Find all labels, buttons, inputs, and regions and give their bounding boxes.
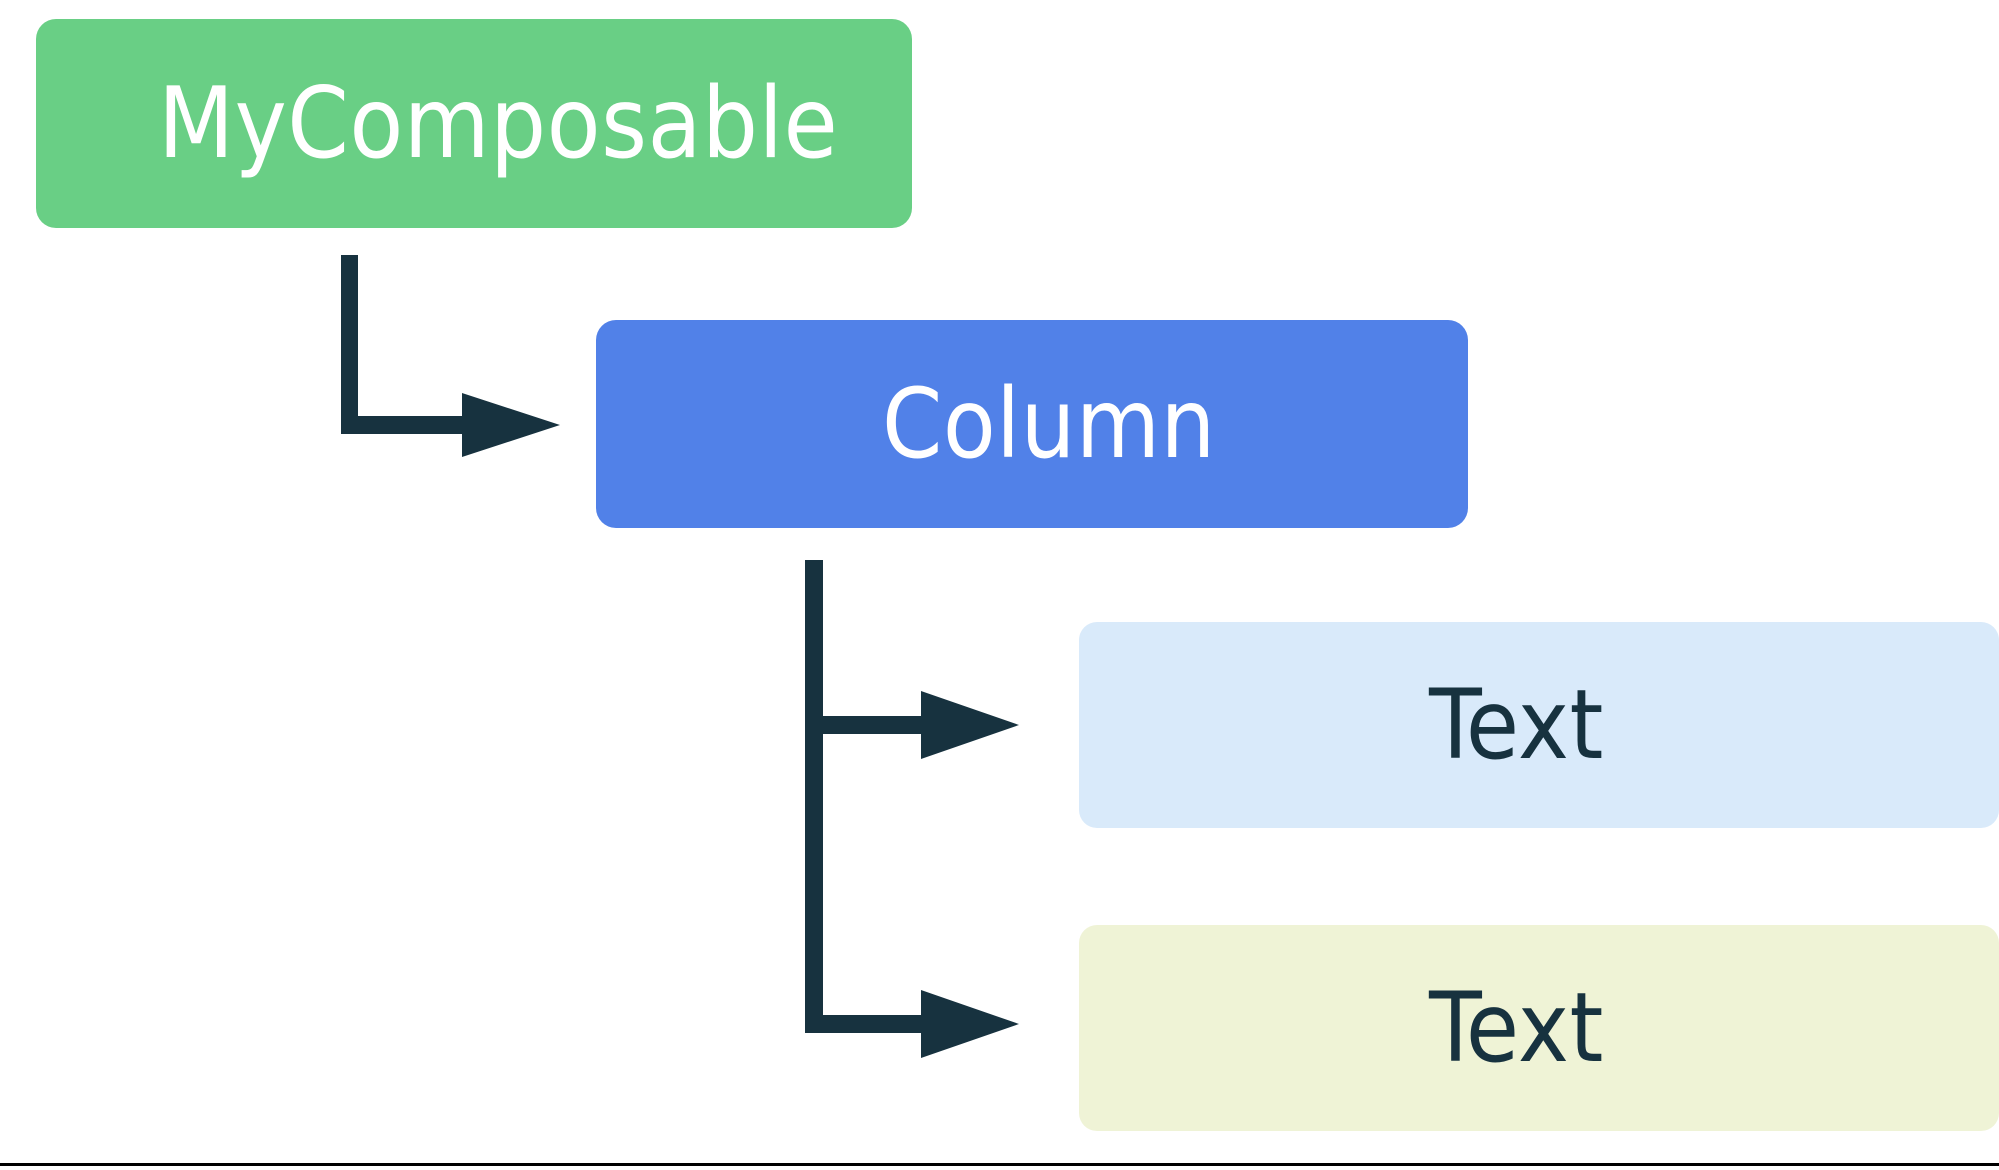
node-label-text-2: Text (1429, 972, 1604, 1084)
edge-column-to-text-1 (805, 560, 1019, 1033)
node-label-text-1: Text (1429, 669, 1604, 781)
node-text-2[interactable]: Text (1079, 925, 1999, 1131)
node-column[interactable]: Column (596, 320, 1468, 528)
bottom-divider (0, 1163, 1999, 1166)
node-label-column: Column (882, 368, 1216, 480)
node-label-mycomposable: MyComposable (158, 66, 839, 181)
node-text-1[interactable]: Text (1079, 622, 1999, 828)
node-mycomposable[interactable]: MyComposable (36, 19, 912, 228)
edge-column-to-text-2 (805, 990, 1019, 1058)
edge-root-to-column (341, 255, 560, 457)
